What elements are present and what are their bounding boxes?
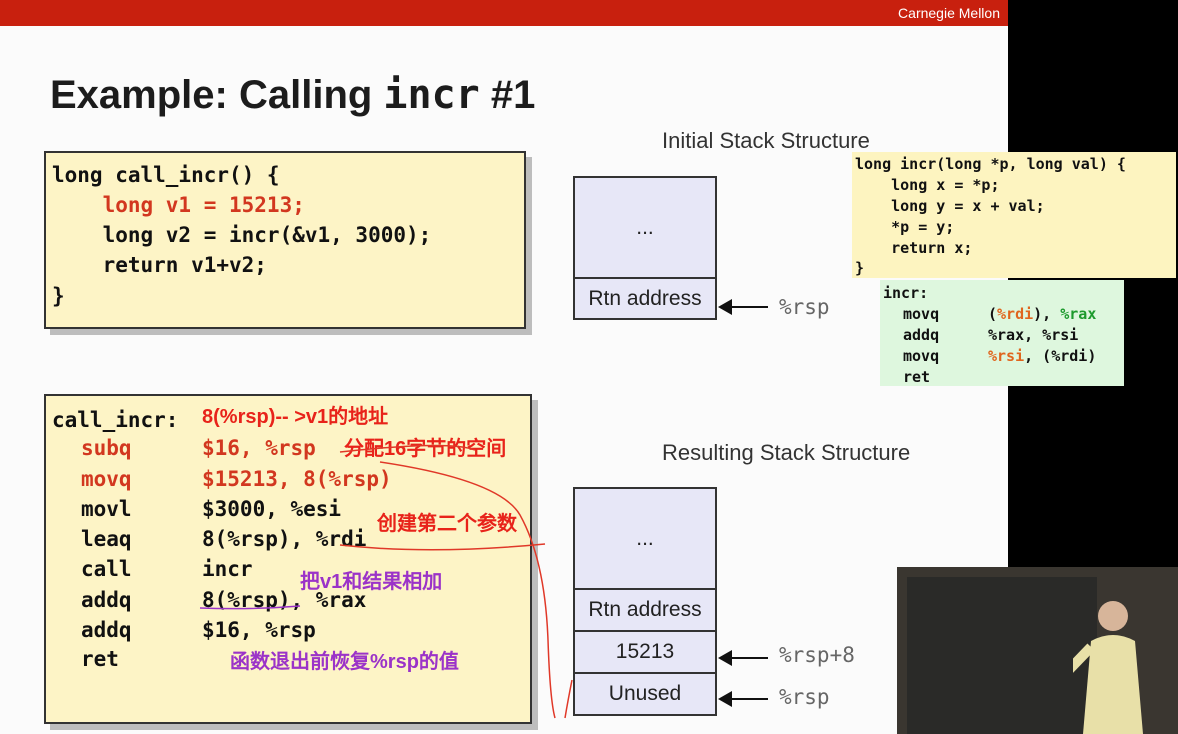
- code-line-highlight: long v1 = 15213;: [52, 193, 305, 217]
- code-line: long y = x + val;: [855, 197, 1045, 215]
- title-code: incr: [383, 72, 480, 118]
- asm-label: incr:: [883, 284, 929, 302]
- annotation-v1-address: 8(%rsp)-- >v1的地址: [202, 406, 389, 428]
- asm-label: call_incr:: [52, 408, 179, 432]
- stack-cell-unused: Unused: [573, 672, 717, 716]
- asm-op: leaq: [81, 527, 132, 551]
- call-incr-asm-code: call_incr: subq $16, %rsp movq $15213, 8…: [44, 394, 532, 724]
- asm-op: ret: [81, 647, 119, 671]
- code-line: long call_incr() {: [52, 163, 280, 187]
- annotation-restore-rsp: 函数退出前恢复%rsp的值: [230, 651, 459, 673]
- code-line: long v2 = incr(&v1, 3000);: [52, 223, 432, 247]
- call-incr-c-code: long call_incr() { long v1 = 15213; long…: [44, 151, 526, 329]
- code-line: long incr(long *p, long val) {: [855, 155, 1126, 173]
- code-line: }: [52, 284, 65, 308]
- rsp-plus-8-label: %rsp+8: [779, 643, 855, 667]
- header-bar: Carnegie Mellon: [0, 0, 1008, 26]
- blackboard: [907, 577, 1097, 734]
- speaker-video: [897, 567, 1178, 734]
- asm-op: ret: [903, 368, 931, 386]
- asm-op: addq: [903, 326, 940, 344]
- asm-args: (%rdi), %rax: [988, 305, 1097, 323]
- annotation-add-result: 把v1和结果相加: [300, 571, 443, 593]
- annotation-second-arg: 创建第二个参数: [377, 513, 517, 535]
- code-line: return v1+v2;: [52, 253, 267, 277]
- rsp-pointer-label: %rsp: [779, 295, 830, 319]
- asm-args: incr: [202, 557, 253, 581]
- left-arrow-icon: [718, 691, 768, 707]
- rsp-pointer-label: %rsp: [779, 685, 830, 709]
- asm-op: movq: [81, 467, 132, 491]
- asm-args: $16, %rsp: [202, 436, 316, 460]
- initial-stack-title: Initial Stack Structure: [662, 128, 870, 153]
- asm-op: call: [81, 557, 132, 581]
- asm-args: %rax, %rsi: [988, 326, 1079, 344]
- left-arrow-icon: [718, 299, 768, 315]
- asm-op: movl: [81, 497, 132, 521]
- speaker-figure: [1073, 601, 1143, 734]
- asm-op: addq: [81, 588, 132, 612]
- code-line: return x;: [855, 239, 973, 257]
- asm-op: addq: [81, 618, 132, 642]
- incr-c-code: long incr(long *p, long val) { long x = …: [852, 152, 1176, 278]
- annotation-allocate-space: 分配16字节的空间: [344, 438, 507, 460]
- stack-cell-rtn-address: Rtn address: [573, 277, 717, 320]
- asm-op: movq: [903, 305, 940, 323]
- asm-args: $16, %rsp: [202, 618, 316, 642]
- resulting-stack-title: Resulting Stack Structure: [662, 440, 911, 465]
- code-line: long x = *p;: [855, 176, 1000, 194]
- code-line: }: [855, 259, 865, 277]
- asm-op: movq: [903, 347, 940, 365]
- asm-args: $15213, 8(%rsp): [202, 467, 392, 491]
- asm-op: subq: [81, 436, 132, 460]
- asm-args: 8(%rsp), %rdi: [202, 527, 367, 551]
- slide: Carnegie Mellon Example: Calling incr #1…: [0, 0, 1008, 734]
- brand-label: Carnegie Mellon: [898, 5, 1000, 21]
- asm-args: $3000, %esi: [202, 497, 342, 521]
- code-line: *p = y;: [855, 218, 955, 236]
- left-arrow-icon: [718, 650, 768, 666]
- incr-asm-code: incr: movq (%rdi), %rax addq %rax, %rsi …: [880, 280, 1124, 386]
- slide-title: Example: Calling incr #1: [50, 72, 536, 118]
- asm-args: %rsi, (%rdi): [988, 347, 1097, 365]
- pen-strokes: [199, 444, 573, 719]
